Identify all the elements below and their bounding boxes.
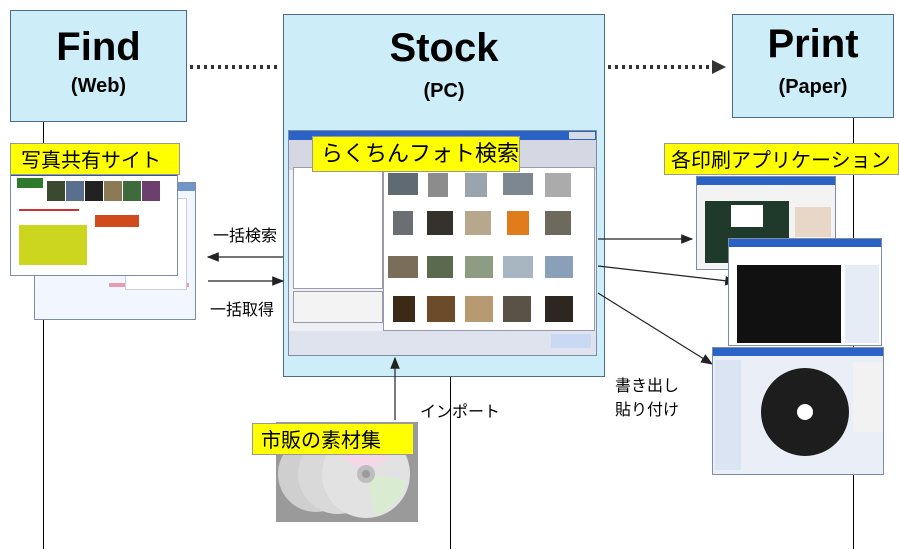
print-title: Print: [767, 22, 859, 66]
find-subtitle: (Web): [70, 75, 127, 97]
print-subtitle: (Paper): [778, 76, 848, 98]
label-rakuchin-search: らくちんフォト検索: [312, 136, 520, 172]
label-print-apps: 各印刷アプリケーション: [664, 143, 899, 175]
find-title: Find: [56, 25, 141, 69]
import-label: インポート: [420, 402, 501, 421]
bulk-get-label: 一括取得: [210, 300, 275, 319]
print-app-2: [728, 238, 882, 346]
find-lifeline: [43, 100, 44, 549]
label-material: 市販の素材集: [252, 423, 414, 455]
export-label-line1: 書き出し: [615, 376, 680, 395]
export-label-line2: 貼り付け: [615, 400, 680, 419]
print-app-3: [712, 347, 884, 475]
label-photo-sites: 写真共有サイト: [10, 143, 180, 175]
stock-subtitle: (PC): [423, 80, 465, 102]
web-screenshot-front: [10, 168, 178, 276]
bulk-search-label: 一括検索: [213, 226, 278, 245]
stock-print-arrowhead: [712, 60, 726, 74]
stock-title: Stock: [389, 26, 499, 70]
print-arrow-2: [597, 265, 738, 286]
print-arrow-3: [597, 292, 714, 365]
find-box: Find (Web): [10, 10, 187, 122]
print-box: Print (Paper): [732, 14, 894, 118]
